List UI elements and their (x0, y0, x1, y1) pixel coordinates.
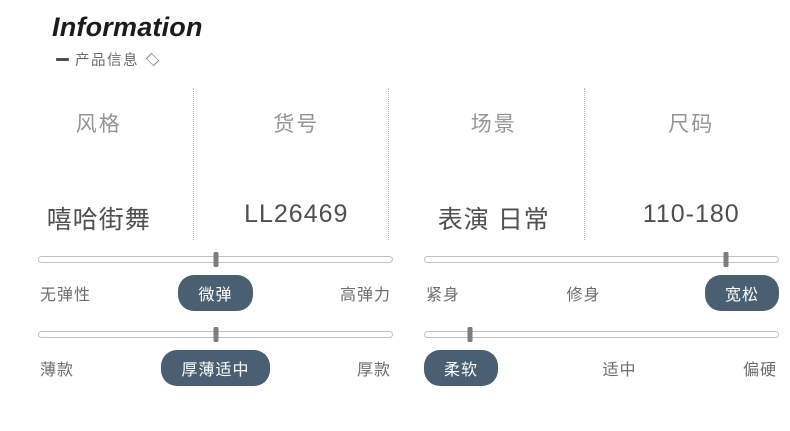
slider-softness[interactable]: 柔软 适中 偏硬 (424, 327, 779, 386)
slider-option[interactable]: 适中 (602, 362, 637, 379)
slider-option[interactable]: 偏硬 (742, 362, 777, 379)
info-cell-size: 尺码 110-180 (593, 88, 790, 240)
slider-option-selected[interactable]: 微弹 (178, 275, 253, 311)
info-value: 表演 日常 (437, 206, 550, 234)
slider-labels: 柔软 适中 偏硬 (424, 350, 779, 386)
slider-fit[interactable]: 紧身 修身 宽松 (424, 252, 779, 311)
info-value: 嘻哈街舞 (46, 206, 151, 234)
page-title: Information (52, 12, 203, 42)
slider-option[interactable]: 修身 (566, 287, 601, 304)
slider-labels: 紧身 修身 宽松 (424, 275, 779, 311)
slider-handle[interactable] (723, 252, 729, 267)
column-divider (584, 88, 585, 240)
slider-handle[interactable] (467, 327, 473, 342)
info-table: 风格 嘻哈街舞 货号 LL26469 场景 表演 日常 尺码 110-180 (0, 88, 790, 240)
dash-icon (56, 58, 69, 62)
slider-track-wrap[interactable] (38, 327, 393, 342)
slider-option[interactable]: 厚款 (356, 362, 391, 379)
info-value: LL26469 (244, 200, 349, 228)
slider-option[interactable]: 高弹力 (339, 287, 391, 304)
slider-labels: 薄款 厚薄适中 厚款 (38, 350, 393, 386)
slider-labels: 无弹性 微弹 高弹力 (38, 275, 393, 311)
slider-option-selected[interactable]: 宽松 (704, 275, 779, 311)
info-header: 场景 (470, 113, 517, 136)
slider-option-selected[interactable]: 厚薄适中 (161, 350, 270, 386)
page-header: Information 产品信息 (52, 12, 203, 70)
info-value: 110-180 (642, 200, 740, 228)
info-header: 尺码 (668, 113, 715, 136)
info-cell-item-number: 货号 LL26469 (198, 88, 396, 240)
slider-track[interactable] (424, 331, 779, 338)
page-subtitle-label: 产品信息 (75, 53, 139, 70)
page-subtitle: 产品信息 (56, 49, 203, 70)
column-divider (388, 88, 389, 240)
slider-track-wrap[interactable] (424, 252, 779, 267)
info-header: 货号 (273, 113, 320, 136)
slider-option[interactable]: 薄款 (40, 362, 75, 379)
slider-option[interactable]: 无弹性 (40, 287, 92, 304)
slider-elasticity[interactable]: 无弹性 微弹 高弹力 (38, 252, 393, 311)
slider-option-selected[interactable]: 柔软 (424, 350, 499, 386)
slider-handle[interactable] (213, 327, 218, 342)
info-cell-style: 风格 嘻哈街舞 (0, 88, 198, 240)
slider-handle[interactable] (213, 252, 218, 267)
slider-track-wrap[interactable] (38, 252, 393, 267)
slider-thickness[interactable]: 薄款 厚薄适中 厚款 (38, 327, 393, 386)
diamond-icon (145, 52, 160, 67)
slider-option[interactable]: 紧身 (426, 287, 461, 304)
info-header: 风格 (75, 113, 122, 136)
column-divider (193, 88, 194, 240)
slider-track-wrap[interactable] (424, 327, 779, 342)
info-cell-scene: 场景 表演 日常 (395, 88, 593, 240)
slider-track[interactable] (424, 256, 779, 263)
